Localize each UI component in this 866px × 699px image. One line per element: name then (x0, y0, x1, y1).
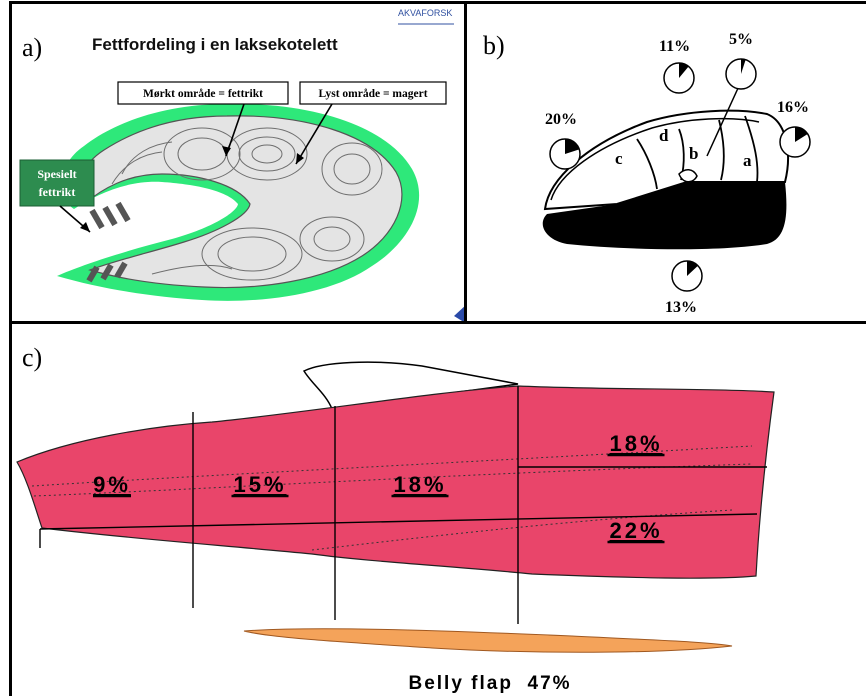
fillet (16, 385, 775, 579)
region-label-b: b (689, 144, 698, 163)
pointer-line-b (706, 85, 740, 157)
steak-skin-line (550, 117, 760, 201)
spine-notch (678, 169, 698, 183)
pie-slice (679, 63, 689, 78)
panel-a: a) Fettfordeling i en laksekotelett AKVA… (9, 1, 467, 324)
segment-label: 18% (609, 431, 662, 456)
pie-slice (565, 139, 580, 154)
pie-label: 20% (545, 111, 577, 128)
belly-flap-label: Belly flap 47% (408, 673, 571, 694)
panel-c: c) 9% 15% 18% 18% 22% Belly flap 47% (9, 321, 866, 696)
segment-label: 9% (93, 472, 131, 497)
pie-label: 11% (659, 38, 690, 55)
segment-labels: 9% 15% 18% 18% 22% (93, 431, 665, 544)
pie-label: 13% (665, 299, 697, 316)
callout-light-box (299, 81, 447, 105)
pie-slice (795, 127, 808, 142)
salmon-steak-flesh (79, 115, 403, 289)
segment-label: 22% (609, 518, 662, 543)
pie-slice (687, 261, 698, 276)
callout-light-arrowhead (296, 153, 304, 164)
region-label-c: c (615, 149, 623, 168)
panel-c-figure: c) 9% 15% 18% 18% 22% Belly flap 47% (16, 343, 775, 694)
callout-light-text: Lyst område = magert (318, 88, 427, 100)
pie-label: 16% (777, 99, 809, 116)
pie-label: 5% (729, 31, 753, 48)
region-label-a: a (743, 151, 752, 170)
region-labels: c d b a (615, 126, 752, 170)
panel-a-figure: a) Fettfordeling i en laksekotelett AKVA… (19, 8, 467, 324)
callout-special-line1: Spesielt (37, 167, 76, 181)
callout-special-line2: fettrikt (39, 185, 76, 199)
callout-special-arrowhead (80, 222, 90, 232)
callout-dark-box (117, 81, 289, 105)
dorsal-fin (302, 361, 519, 410)
panel-a-title: Fettfordeling i en laksekotelett (92, 35, 338, 54)
segment-label: 18% (393, 472, 446, 497)
panel-a-label: a) (22, 33, 42, 62)
belly-flap (243, 628, 733, 653)
fillet-dotted-lines (31, 445, 753, 551)
steak-dark-belly (542, 182, 787, 250)
callout-dark-text: Mørkt område = fettrikt (143, 88, 263, 100)
panel-c-label: c) (22, 343, 42, 372)
akvaforsk-logo: AKVAFORSK (398, 8, 452, 18)
pie-charts: 20% 11% 5% 16% 13% (545, 31, 811, 316)
panel-b-label: b) (483, 31, 505, 60)
callout-special-badge (19, 159, 95, 207)
panel-b: b) c d b a 20% 11% 5% 16% 13% (464, 1, 866, 324)
region-label-d: d (659, 126, 669, 145)
segment-label: 15% (233, 472, 286, 497)
panel-b-figure: b) c d b a 20% 11% 5% 16% 13% (483, 31, 811, 316)
callout-light-arrow (295, 103, 333, 165)
slide-corner-mark (454, 304, 467, 324)
dark-fat-streaks (86, 201, 131, 283)
callout-dark-arrow (225, 103, 245, 157)
callout-dark-arrowhead (222, 146, 231, 156)
pie-slice (741, 59, 746, 74)
muscle-rings (111, 127, 383, 281)
cut-lines (39, 386, 767, 624)
